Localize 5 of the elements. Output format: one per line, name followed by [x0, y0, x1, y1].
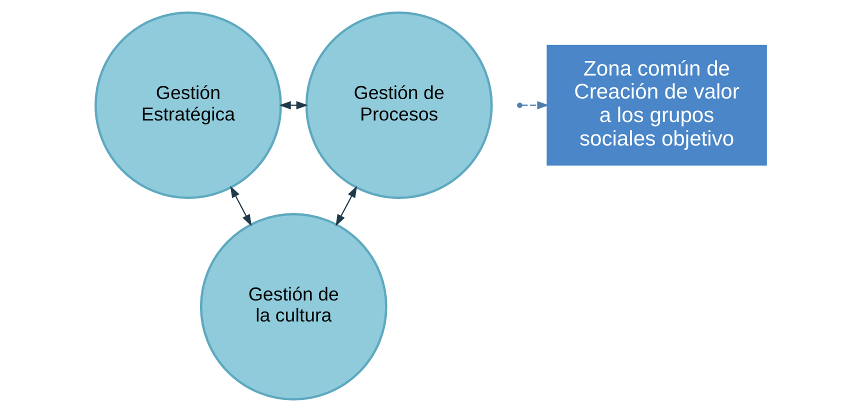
node-box: Zona común de Creación de valor a los grupos sociales objetivo	[546, 44, 766, 166]
arrow	[230, 186, 252, 226]
arrow	[521, 101, 548, 110]
arrow	[335, 186, 357, 226]
arrow	[278, 101, 308, 110]
